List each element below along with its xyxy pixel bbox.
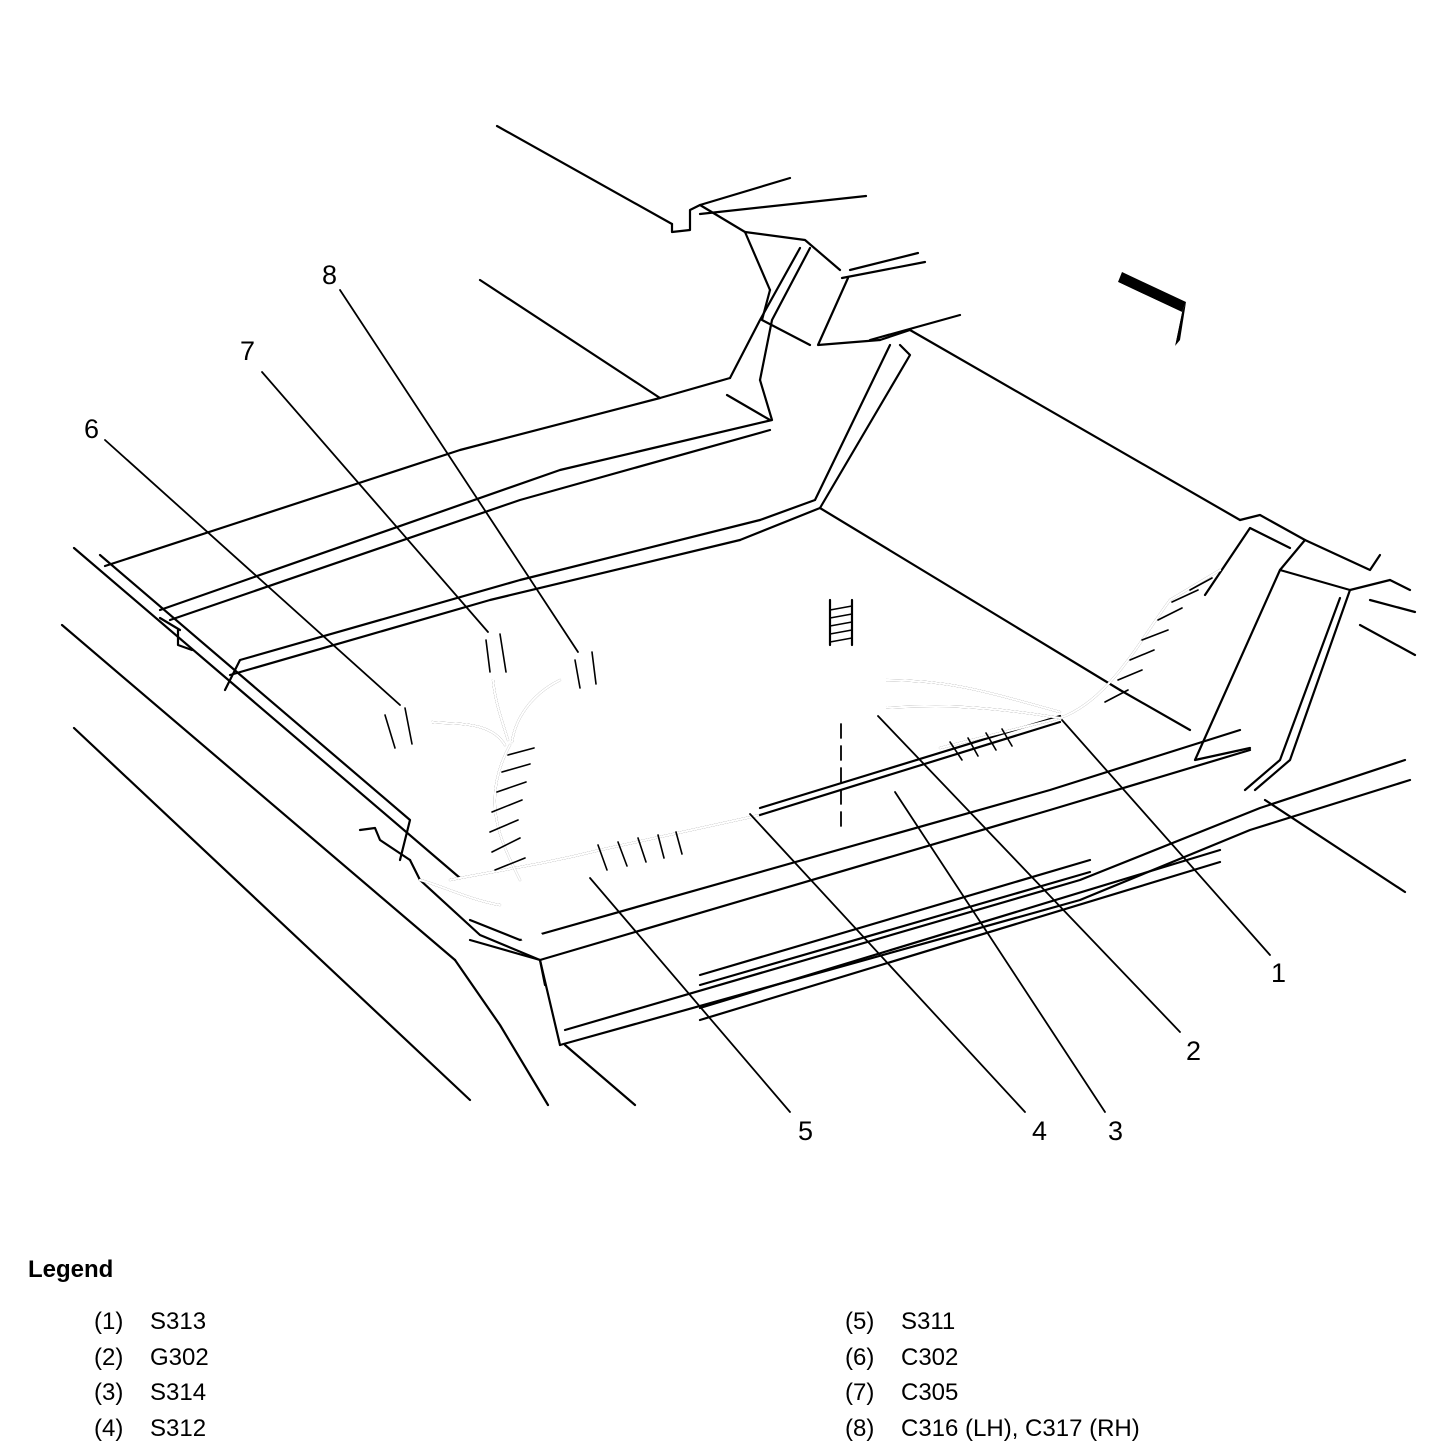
legend-item-label: C302 <box>901 1343 959 1371</box>
bolt-icon <box>822 568 862 647</box>
legend-item: (3) S314 <box>94 1375 209 1411</box>
legend-item: (2) G302 <box>94 1340 209 1376</box>
crossmember <box>408 728 1412 1047</box>
callout-1: 1 <box>1271 958 1286 988</box>
leader-lines <box>104 289 1271 1113</box>
legend-item-number: (5) <box>845 1308 875 1335</box>
legend-column-right: (5) S311 (6) C302 (7) C305 (8) C316 (LH), C3… <box>845 1304 1140 1446</box>
legend-item: (1) S313 <box>94 1304 209 1340</box>
legend-item-number: (4) <box>94 1414 124 1442</box>
floor-panel-upper <box>103 124 962 612</box>
legend-item-number: (8) <box>845 1414 875 1442</box>
floor-channel <box>158 328 1242 692</box>
front-direction-arrow-icon <box>1092 272 1186 346</box>
callout-7: 7 <box>240 336 255 366</box>
legend-item-number: (6) <box>845 1343 875 1371</box>
legend-item-label: G302 <box>150 1343 209 1371</box>
right-bracket <box>1118 513 1417 894</box>
legend-item-label: C305 <box>901 1379 959 1406</box>
legend-item: (4) S312 <box>94 1411 209 1447</box>
legend-item: (7) C305 <box>845 1375 1140 1411</box>
legend-item-label: S312 <box>150 1414 207 1442</box>
legend-column-left: (1) S313 (2) G302 (3) S314 (4) S312 <box>94 1304 209 1446</box>
callout-8: 8 <box>322 260 337 290</box>
legend-title: Legend <box>28 1256 114 1283</box>
legend-item-number: (3) <box>94 1379 124 1406</box>
legend-item-label: C316 (LH), C317 (RH) <box>901 1414 1140 1442</box>
callout-4: 4 <box>1032 1116 1047 1146</box>
callout-6: 6 <box>84 414 99 444</box>
left-rails <box>60 546 637 1107</box>
harness-connector-icon <box>372 628 612 752</box>
ground-ring-terminal-icon <box>818 663 886 723</box>
legend-item-number: (1) <box>94 1308 124 1335</box>
legend-item-label: S311 <box>901 1308 956 1335</box>
wiring-harness-diagram: 1 2 3 4 5 6 7 8 <box>60 124 1417 1146</box>
legend-item-label: S313 <box>150 1308 207 1335</box>
floor-holes <box>521 737 1128 944</box>
callout-labels: 1 2 3 4 5 6 7 8 <box>84 260 1286 1146</box>
wiring-harness <box>418 568 1222 907</box>
legend-item: (8) C316 (LH), C317 (RH) <box>845 1411 1140 1447</box>
legend-item-number: (7) <box>845 1379 875 1406</box>
legend-item-number: (2) <box>94 1343 124 1371</box>
callout-5: 5 <box>798 1116 813 1146</box>
callout-2: 2 <box>1186 1036 1201 1066</box>
legend-item-label: S314 <box>150 1379 207 1406</box>
legend-item: (5) S311 <box>845 1304 1140 1340</box>
callout-3: 3 <box>1108 1116 1123 1146</box>
legend-item: (6) C302 <box>845 1340 1140 1376</box>
